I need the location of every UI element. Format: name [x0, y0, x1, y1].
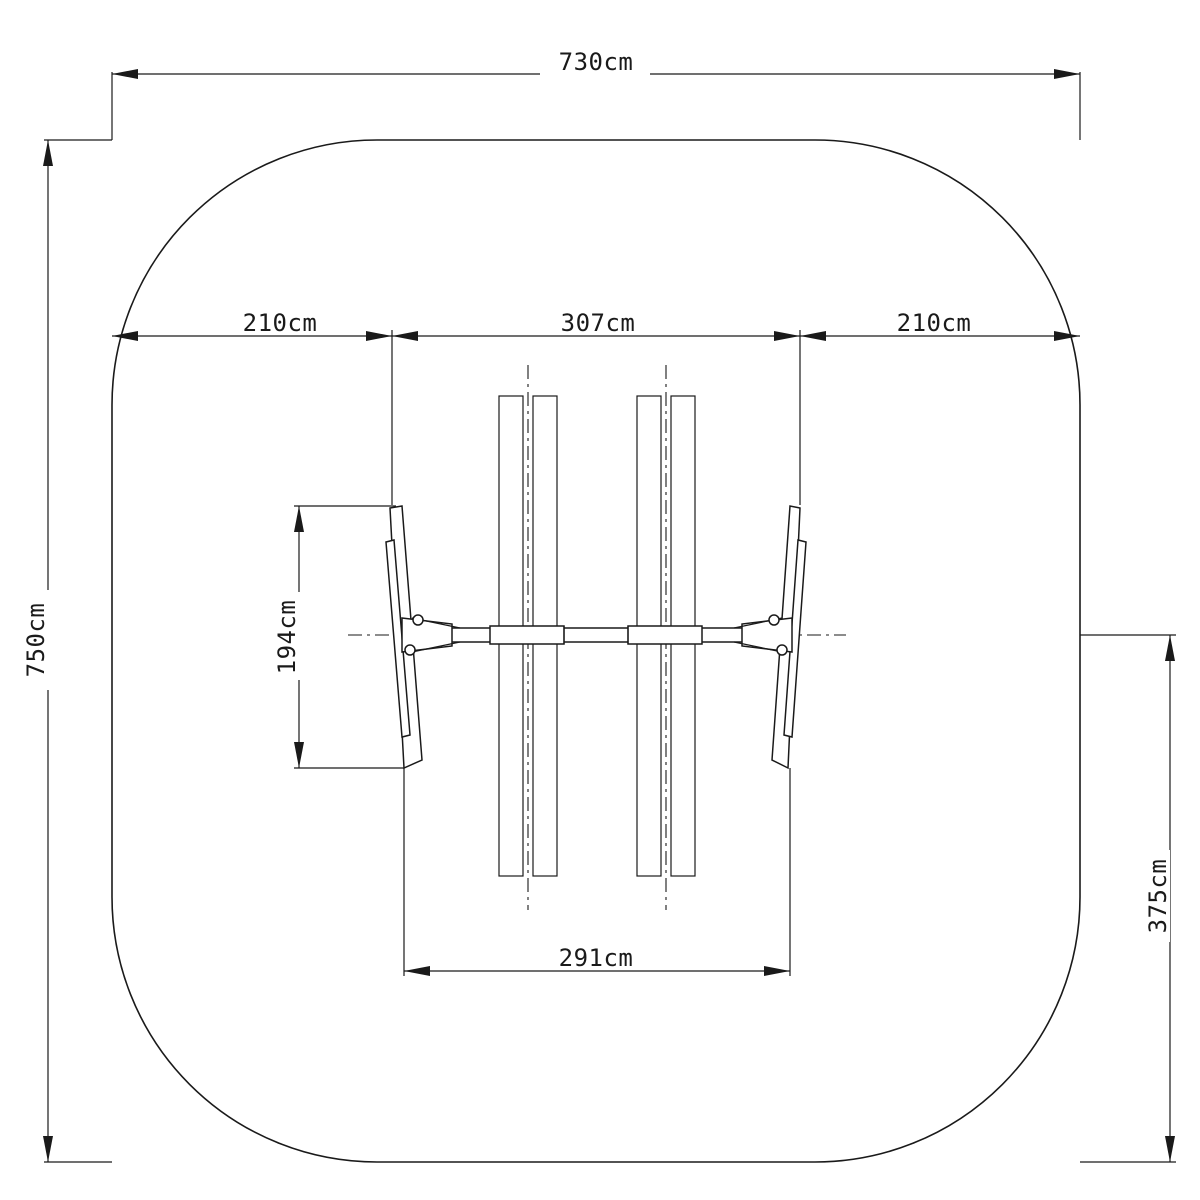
dim-half-height: 375cm: [1080, 634, 1176, 1163]
dim-label-overall-width: 730cm: [559, 48, 634, 76]
dim-overall-width: 730cm: [111, 48, 1081, 140]
dim-label-right-zone: 210cm: [897, 309, 972, 337]
dim-label-overall-height: 750cm: [22, 603, 50, 678]
dim-post-spread: 194cm: [272, 505, 404, 769]
dim-label-center-zone: 307cm: [561, 309, 636, 337]
safety-zone-outline: [111, 139, 1081, 1163]
dim-label-left-zone: 210cm: [243, 309, 318, 337]
dim-overall-height: 750cm: [20, 139, 112, 1163]
right-a-frame: [733, 505, 807, 770]
dim-label-post-spread: 194cm: [273, 600, 301, 675]
dim-label-half-height: 375cm: [1144, 859, 1172, 934]
dim-bottom-width: 291cm: [403, 768, 791, 976]
dim-label-bottom-width: 291cm: [559, 944, 634, 972]
dim-zone-row: 210cm 307cm 210cm: [112, 309, 1080, 505]
top-beam: [401, 625, 793, 645]
left-a-frame: [385, 505, 461, 770]
